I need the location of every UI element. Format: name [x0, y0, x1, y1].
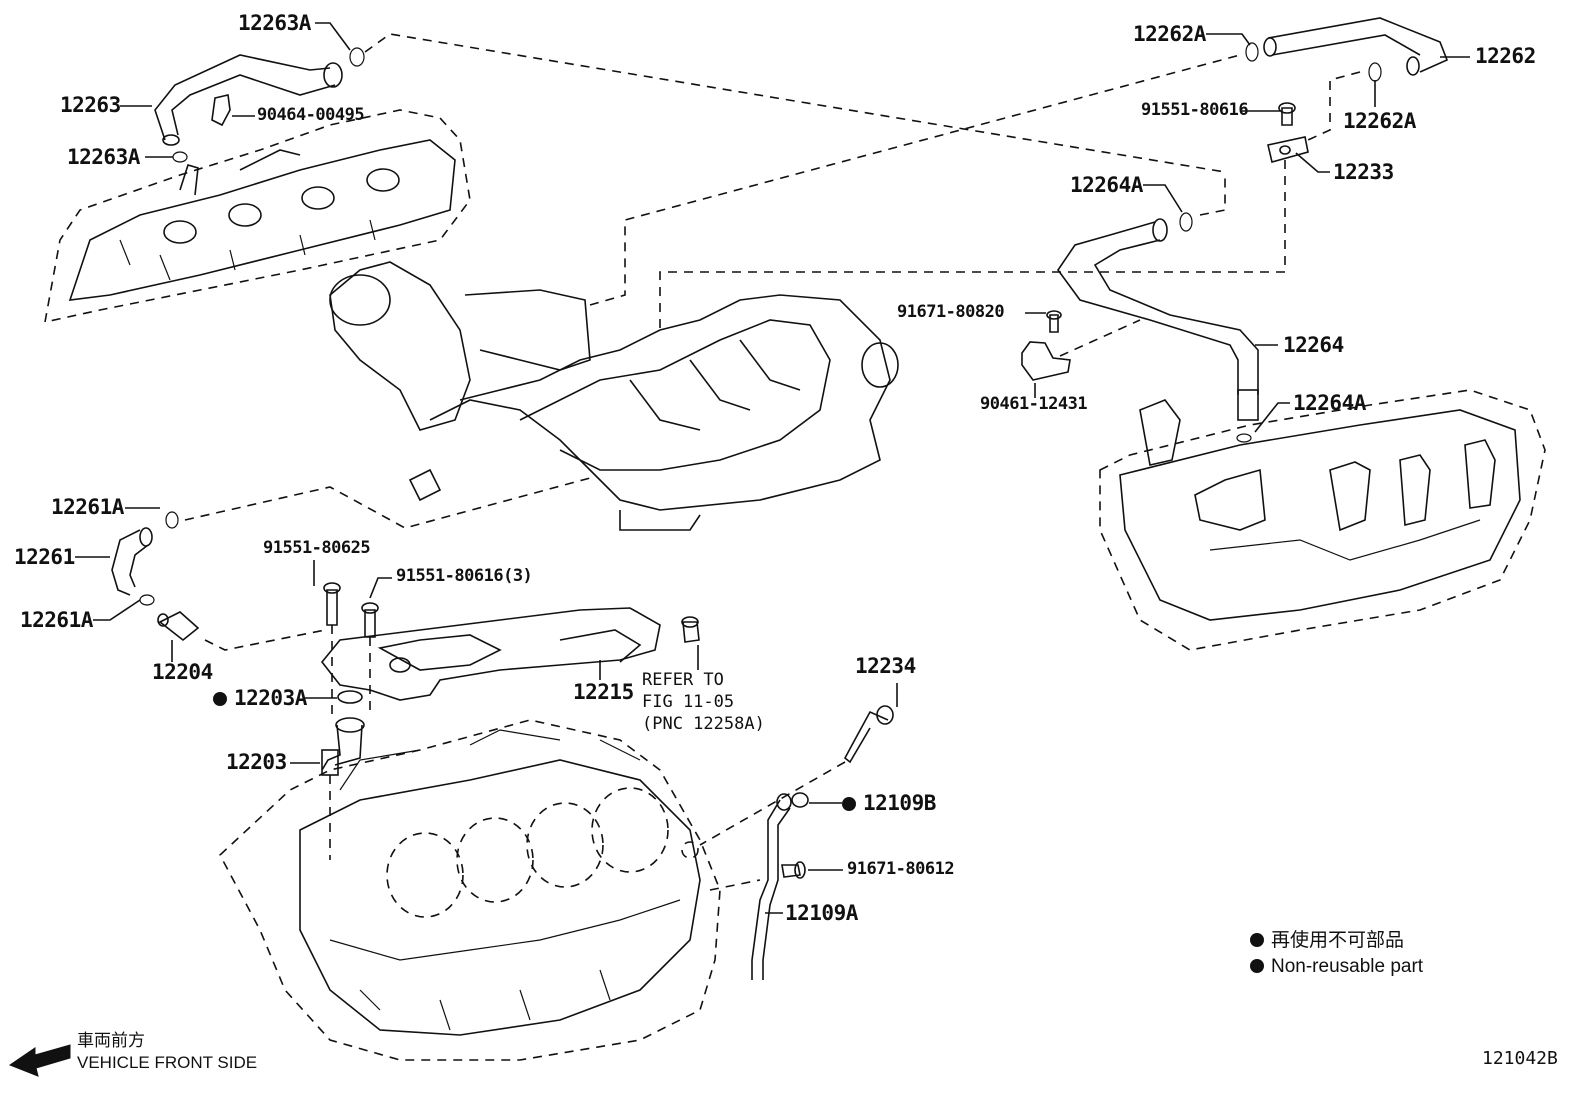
right-cylinder-head-cover [1099, 389, 1546, 651]
callout-91551-80616-qty3: 91551-80616(3) [396, 566, 533, 586]
callout-12263: 12263 [60, 93, 121, 117]
callout-12262A-right: 12262A [1343, 109, 1416, 133]
callout-12262A-left: 12262A [1133, 22, 1206, 46]
fitting-12233 [1267, 102, 1309, 163]
callout-91671-80612: 91671-80612 [847, 859, 955, 879]
callout-12264A-bottom: 12264A [1293, 391, 1366, 415]
callout-12262: 12262 [1475, 44, 1536, 68]
cylinder-block [219, 719, 721, 1061]
legend-text-en: Non-reusable part [1271, 956, 1424, 977]
refer-to-figure-note: REFER TO FIG 11-05 (PNC 12258A) [642, 670, 765, 734]
callout-90464-00495: 90464-00495 [257, 105, 365, 125]
vehicle-front-label: 車両前方 VEHICLE FRONT SIDE [77, 1030, 257, 1074]
dipstick-assembly [751, 705, 894, 980]
callout-12264: 12264 [1283, 333, 1344, 357]
callout-12204: 12204 [152, 660, 213, 684]
callout-12203A-text: 12203A [234, 686, 307, 710]
vehicle-front-jp: 車両前方 [77, 1031, 145, 1050]
callout-12261A-bottom: 12261A [20, 608, 93, 632]
callout-12109B-text: 12109B [863, 791, 936, 815]
union-12203 [321, 690, 365, 776]
callout-12261: 12261 [14, 545, 75, 569]
callout-91671-80820: 91671-80820 [897, 302, 1005, 322]
bolts-oil-separator [323, 582, 379, 638]
hose-12261 [111, 511, 179, 606]
callout-12203A: 12203A [213, 688, 307, 709]
callout-12215: 12215 [573, 680, 634, 704]
hose-12262 [1245, 17, 1449, 82]
figure-id: 121042B [1482, 1048, 1558, 1069]
callout-91551-80616-top: 91551-80616 [1141, 100, 1249, 120]
callout-91551-80625: 91551-80625 [263, 538, 371, 558]
callout-12203: 12203 [226, 750, 287, 774]
clamp-90461 [1021, 310, 1071, 381]
connection-lines [184, 33, 1361, 891]
callout-12263A-top: 12263A [238, 11, 311, 35]
callout-90461-12431: 90461-12431 [980, 394, 1088, 414]
callout-12109A: 12109A [785, 901, 858, 925]
vehicle-front-arrow-icon [8, 1044, 71, 1077]
callout-12264A-top: 12264A [1070, 173, 1143, 197]
intake-manifold [329, 261, 899, 531]
non-reusable-dot-icon [1250, 959, 1264, 973]
non-reusable-dot-icon [1250, 933, 1264, 947]
left-cylinder-head-cover [43, 109, 471, 324]
callout-12263A-bottom: 12263A [67, 145, 140, 169]
callout-12261A-top: 12261A [51, 495, 124, 519]
callout-12234: 12234 [855, 654, 916, 678]
hose-12263 [154, 47, 365, 163]
non-reusable-dot-icon [213, 692, 227, 706]
pcv-valve-12204 [157, 611, 200, 642]
plug-12258A [681, 616, 700, 643]
vehicle-front-en: VEHICLE FRONT SIDE [77, 1053, 258, 1072]
callout-12233: 12233 [1333, 160, 1394, 184]
non-reusable-dot-icon [842, 797, 856, 811]
callout-12109B: 12109B [842, 793, 936, 814]
oil-separator-12215 [320, 607, 661, 701]
legend-item-jp: 再使用不可部品 [1250, 928, 1423, 954]
legend-text-jp: 再使用不可部品 [1271, 930, 1405, 951]
legend-item-en: Non-reusable part [1250, 954, 1423, 980]
leader-lines [75, 22, 1470, 914]
legend: 再使用不可部品 Non-reusable part [1250, 928, 1423, 980]
hose-12264 [1057, 212, 1259, 443]
